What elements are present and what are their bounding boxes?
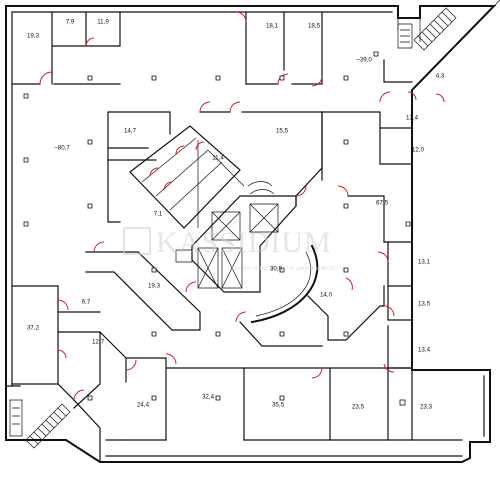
room-label: 30,9 [270, 266, 283, 273]
room-label: 11,4 [212, 155, 224, 162]
room-label: 23,5 [352, 404, 365, 411]
watermark-logo-icon [123, 227, 151, 255]
room-label: 19,3 [27, 33, 40, 40]
room-label: ~80,7 [54, 145, 70, 152]
room-label: 7,1 [154, 211, 163, 218]
bottom-rooms-walls [105, 357, 463, 441]
room-label: 4,3 [436, 73, 445, 80]
room-label: 12,0 [412, 147, 425, 154]
stair-bottom-left [9, 399, 71, 449]
room-label: 13,4 [406, 115, 419, 122]
room-label: 19,3 [148, 283, 161, 290]
room-label: 11,9 [97, 19, 109, 26]
watermark-brand: KASSIDIUM [156, 226, 332, 259]
room-label: 18,5 [308, 23, 321, 30]
room-label: 35,5 [272, 402, 285, 409]
watermark-tagline: КОММЕРЧЕСКАЯ НЕДВИЖИМОСТЬ [228, 266, 344, 272]
room-label: 23,3 [420, 404, 433, 411]
curved-wall [250, 244, 319, 324]
stair-top-right [397, 7, 457, 51]
room-label: 32,4 [202, 394, 215, 401]
room-label: 14,7 [124, 128, 137, 135]
right-rooms-walls [239, 111, 413, 369]
watermark: KASSIDIUM КОММЕРЧЕСКАЯ НЕДВИЖИМОСТЬ [123, 226, 344, 272]
room-label: 6,7 [82, 299, 91, 306]
room-label: 67,5 [376, 200, 389, 207]
room-label: 37,2 [27, 325, 40, 332]
room-label: ~39,0 [356, 57, 372, 64]
room-label: 18,1 [266, 23, 279, 30]
central-core [107, 111, 323, 293]
room-label: 13,1 [418, 259, 431, 266]
top-rooms-walls [11, 11, 413, 85]
room-label: 14,0 [320, 292, 333, 299]
room-label: 24,4 [137, 402, 150, 409]
room-labels: 19,3 7,9 11,9 18,1 18,5 ~39,0 4,3 ~80,7 … [27, 19, 445, 411]
doors [39, 11, 445, 401]
room-label: 7,9 [66, 19, 75, 26]
columns [23, 51, 411, 406]
room-label: 13,5 [418, 301, 431, 308]
room-label: 13,4 [418, 347, 431, 354]
room-label: 15,5 [276, 128, 289, 135]
room-label: 12,7 [92, 339, 105, 346]
